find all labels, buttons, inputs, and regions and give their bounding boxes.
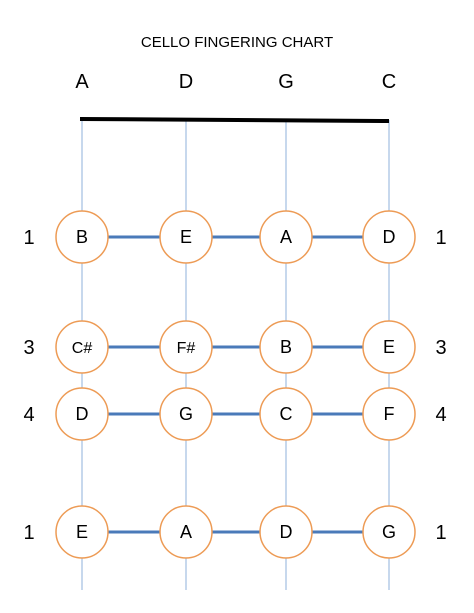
note-circle — [259, 387, 313, 441]
note-label: E — [383, 337, 395, 357]
note-label: C — [280, 404, 293, 424]
finger-row: 3 3 C# F# B E — [23, 320, 447, 374]
finger-number-right: 4 — [435, 404, 446, 426]
note-circle — [362, 210, 416, 264]
finger-number-right: 1 — [435, 522, 446, 544]
note-label: D — [76, 404, 89, 424]
note-circle — [259, 505, 313, 559]
note-circle — [55, 210, 109, 264]
string-label: C — [382, 71, 396, 93]
string-lines — [81, 120, 390, 590]
note-label: G — [179, 404, 193, 424]
note-label: D — [383, 227, 396, 247]
finger-number-left: 1 — [23, 522, 34, 544]
note-label: C# — [72, 340, 93, 357]
note-circle — [362, 320, 416, 374]
chart-title: CELLO FINGERING CHART — [141, 34, 333, 51]
note-circle — [159, 505, 213, 559]
note-circle — [159, 210, 213, 264]
note-circle — [55, 320, 109, 374]
note-label: D — [280, 522, 293, 542]
note-label: E — [180, 227, 192, 247]
note-circle — [362, 505, 416, 559]
finger-number-left: 1 — [23, 227, 34, 249]
note-circle — [55, 387, 109, 441]
finger-row: 1 1 E A D G — [23, 505, 447, 559]
finger-number-right: 3 — [435, 337, 446, 359]
finger-number-left: 4 — [23, 404, 34, 426]
finger-row: 1 1 B E A D — [23, 210, 447, 264]
note-circle — [259, 210, 313, 264]
string-label: A — [75, 71, 89, 93]
note-label: E — [76, 522, 88, 542]
finger-row: 4 4 D G C F — [23, 387, 447, 441]
finger-number-right: 1 — [435, 227, 446, 249]
string-label: D — [179, 71, 193, 93]
note-circle — [159, 387, 213, 441]
note-circle — [159, 320, 213, 374]
nut-bar — [79, 117, 390, 123]
note-label: A — [280, 227, 292, 247]
note-label: F# — [177, 340, 196, 357]
string-label: G — [278, 71, 294, 93]
note-circle — [362, 387, 416, 441]
note-label: G — [382, 522, 396, 542]
note-label: F — [384, 404, 395, 424]
note-label: A — [180, 522, 192, 542]
note-label: B — [280, 337, 292, 357]
note-circle — [259, 320, 313, 374]
note-circle — [55, 505, 109, 559]
finger-number-left: 3 — [23, 337, 34, 359]
note-label: B — [76, 227, 88, 247]
